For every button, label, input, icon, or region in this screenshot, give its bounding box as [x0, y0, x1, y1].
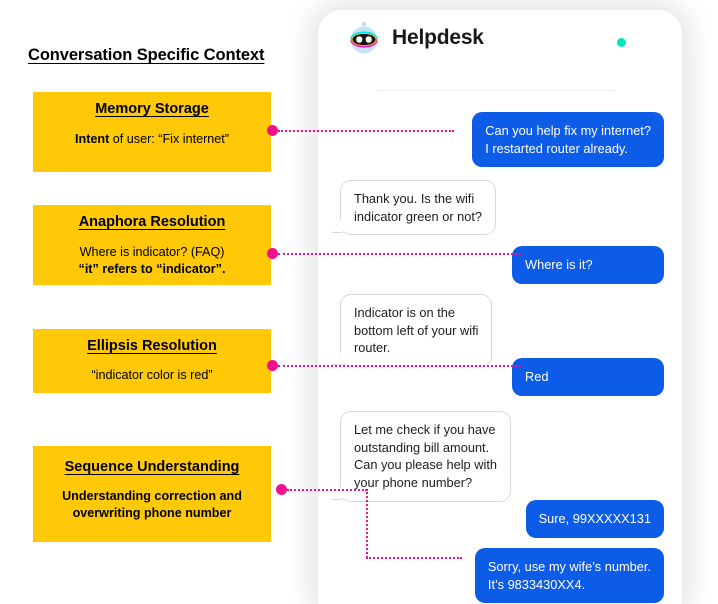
bot-message-bubble[interactable]: Indicator is on the bottom left of your … — [330, 294, 493, 367]
connector-dot-ellipsis-resolution — [267, 360, 278, 371]
user-message-bubble[interactable]: Red — [512, 358, 664, 396]
message-line: your phone number? — [354, 474, 473, 490]
context-box-sequence-understanding: Sequence Understanding Understanding cor… — [33, 446, 271, 542]
message-line: router. — [354, 340, 391, 356]
connector-line-memory-storage — [278, 130, 454, 132]
page-title: Conversation Specific Context — [28, 46, 265, 64]
message-line: Thank you. Is the wifi — [354, 191, 475, 206]
header-divider — [378, 90, 614, 91]
message-line: Red — [525, 369, 549, 384]
context-box-body-line2: “it” refers to “indicator”. — [78, 262, 226, 276]
message-line: Let me check if you have — [354, 422, 496, 437]
context-box-body-lead: Intent — [75, 132, 110, 147]
context-box-body-line2: overwriting phone number — [72, 506, 232, 520]
connector-line-ellipsis-resolution — [278, 365, 521, 367]
message-line: outstanding bill amount. — [354, 439, 490, 455]
message-line: It’s 9833430XX4. — [487, 576, 586, 592]
context-box-memory-storage: Memory Storage Intent of user: “Fix inte… — [33, 92, 271, 172]
user-message-bubble[interactable]: Sorry, use my wife’s number. It’s 983343… — [474, 548, 664, 604]
connector-line-sequence-segment-2 — [366, 489, 368, 558]
chat-header: Helpdesk — [318, 10, 682, 90]
context-box-body-line1: Where is indicator? (FAQ) — [79, 245, 225, 260]
context-box-body: Understanding correction and overwriting … — [41, 488, 263, 521]
context-box-heading: Memory Storage — [95, 101, 209, 117]
context-box-body: Intent of user: “Fix internet” — [41, 131, 263, 148]
message-line: Can you please help with — [354, 457, 497, 473]
connector-line-anaphora-resolution — [278, 253, 521, 255]
message-line: Sorry, use my wife’s number. — [487, 559, 651, 574]
user-message-bubble[interactable]: Can you help fix my internet? I restarte… — [472, 112, 664, 168]
context-box-body: Where is indicator? (FAQ) “it” refers to … — [41, 244, 263, 277]
context-box-body-line1: Understanding correction and — [62, 489, 242, 504]
connector-dot-memory-storage — [267, 125, 278, 136]
context-box-heading: Sequence Understanding — [64, 459, 240, 475]
chat-message-list[interactable]: Can you help fix my internet? I restarte… — [318, 98, 682, 604]
message-line: Can you help fix my internet? — [485, 123, 651, 138]
chat-bot-name: Helpdesk — [392, 26, 484, 49]
context-box-heading: Anaphora Resolution — [78, 214, 226, 230]
context-box-ellipsis-resolution: Ellipsis Resolution “indicator color is … — [33, 329, 271, 393]
context-box-body-line1: “indicator color is red” — [91, 368, 213, 383]
bot-message-bubble[interactable]: Thank you. Is the wifi indicator green o… — [330, 180, 497, 236]
message-row: Let me check if you have outstanding bil… — [331, 411, 668, 502]
message-row: Sure, 99XXXXX131 — [336, 500, 664, 538]
message-line: Where is it? — [525, 257, 593, 272]
message-line: Indicator is on the — [354, 305, 456, 320]
connector-dot-anaphora-resolution — [267, 248, 278, 259]
bot-message-bubble[interactable]: Let me check if you have outstanding bil… — [331, 411, 511, 502]
user-message-bubble[interactable]: Where is it? — [512, 246, 664, 284]
message-row: Where is it? — [336, 246, 664, 284]
message-line: indicator green or not? — [354, 208, 483, 224]
message-line: bottom left of your wifi — [354, 322, 479, 338]
context-box-body: “indicator color is red” — [41, 367, 263, 384]
message-line: I restarted router already. — [485, 140, 628, 156]
context-box-heading: Ellipsis Resolution — [87, 338, 217, 354]
message-row: Thank you. Is the wifi indicator green o… — [330, 180, 668, 236]
online-status-dot — [617, 38, 626, 47]
message-row: Can you help fix my internet? I restarte… — [336, 112, 664, 168]
context-box-body-rest: of user: “Fix internet” — [109, 132, 229, 147]
connector-line-sequence-segment-1 — [287, 489, 367, 491]
context-box-anaphora-resolution: Anaphora Resolution Where is indicator? … — [33, 205, 271, 285]
connector-line-sequence-segment-3 — [366, 557, 462, 559]
robot-avatar-icon — [350, 21, 378, 54]
message-row: Indicator is on the bottom left of your … — [330, 294, 668, 367]
chat-panel: Helpdesk Can you help fix my internet? I… — [318, 10, 682, 604]
message-line: Sure, 99XXXXX131 — [538, 511, 651, 526]
user-message-bubble[interactable]: Sure, 99XXXXX131 — [525, 500, 664, 538]
message-row: Red — [336, 358, 664, 396]
connector-dot-sequence-understanding — [276, 484, 287, 495]
